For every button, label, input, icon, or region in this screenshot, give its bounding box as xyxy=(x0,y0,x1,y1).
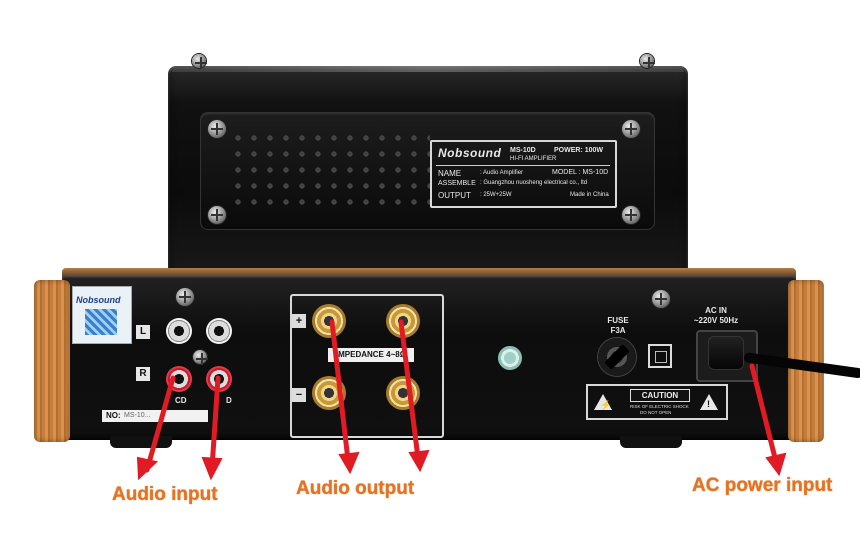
speaker-post-left-positive[interactable] xyxy=(312,304,346,338)
arrowhead-audio-output-right xyxy=(408,449,430,473)
name-value: : Audio Amplifier xyxy=(480,170,524,176)
exclamation-warning-icon xyxy=(700,394,718,410)
impedance-label: IMPEDANCE 4~8Ω xyxy=(328,348,414,362)
model-short: MS-10D xyxy=(510,147,536,154)
fuse-rating: F3A xyxy=(610,326,626,335)
assemble-label: ASSEMBLE xyxy=(438,180,476,187)
input-screw xyxy=(193,350,208,365)
dvd-input-label: D xyxy=(226,396,232,405)
ventilation-grille xyxy=(230,130,430,212)
fuse-label: FUSE F3A xyxy=(598,316,638,336)
assemble-value: : Guangzhou nuosheng electrical co., ltd xyxy=(480,180,588,186)
spec-label: Nobsound MS-10D POWER: 100W HI-FI AMPLIF… xyxy=(430,140,617,208)
wood-side-left xyxy=(34,280,70,442)
arrow-audio-output-right xyxy=(398,319,421,461)
fuse-label-text: FUSE xyxy=(607,316,629,325)
power-switch[interactable] xyxy=(648,344,672,368)
name-label: NAME xyxy=(438,169,462,178)
arrow-ac-power xyxy=(749,363,779,465)
caption-ac-power-input: AC power input xyxy=(692,475,833,496)
caution-title: CAUTION xyxy=(630,389,690,402)
output-label: OUTPUT xyxy=(438,191,471,200)
speaker-post-right-negative[interactable] xyxy=(386,376,420,410)
caution-line-1: RISK OF ELECTRIC SHOCK xyxy=(630,404,689,409)
cover-top-edge xyxy=(172,66,684,72)
rca-jack-dvd-left[interactable] xyxy=(206,318,232,344)
plate-screw-top-right xyxy=(622,120,640,138)
plate-screw-bottom-left xyxy=(208,206,226,224)
power-rating: POWER: 100W xyxy=(554,147,604,154)
arrow-audio-output-left xyxy=(329,319,351,463)
right-channel-label: R xyxy=(136,367,150,381)
sticker-brand: Nobsound xyxy=(76,295,121,305)
caption-audio-input: Audio input xyxy=(112,484,218,505)
cover-top-screw-right xyxy=(640,54,655,69)
output-value: : 25W+25W xyxy=(480,192,512,198)
rca-jack-cd-left[interactable] xyxy=(166,318,192,344)
subtitle: HI-FI AMPLIFIER xyxy=(510,156,557,162)
caution-line-2: DO NOT OPEN xyxy=(640,410,672,415)
caption-audio-output: Audio output xyxy=(296,478,415,499)
cover-top-screw-left xyxy=(192,54,207,69)
foot-right xyxy=(620,436,682,448)
arrowhead-ac-power xyxy=(765,452,787,477)
plate-screw-bottom-right xyxy=(622,206,640,224)
certification-emblem xyxy=(498,346,522,370)
ac-rating: ~220V 50Hz xyxy=(693,316,739,325)
cd-input-label: CD xyxy=(175,396,187,405)
arrowhead-audio-input-left xyxy=(136,456,159,481)
caution-label xyxy=(586,384,728,420)
power-plug xyxy=(708,336,744,370)
left-channel-label: L xyxy=(136,325,150,339)
plate-screw-top-left xyxy=(208,120,226,138)
serial-label: NO: xyxy=(106,411,121,420)
speaker-terminal-block xyxy=(290,294,444,438)
panel-screw-right xyxy=(652,290,670,308)
model-label: MODEL : MS-10D xyxy=(552,169,609,176)
shock-warning-mark: ⚡ xyxy=(600,400,612,410)
ac-in-text: AC IN xyxy=(705,306,727,315)
exclamation-warning-mark: ! xyxy=(707,399,710,409)
brand-sticker: Nobsound xyxy=(72,286,132,344)
shock-warning-icon xyxy=(594,394,612,410)
arrowhead-audio-output-left xyxy=(338,451,360,475)
sticker-hologram xyxy=(85,309,117,335)
ac-in-label: AC IN ~220V 50Hz xyxy=(676,306,756,326)
arrow-audio-input-left xyxy=(144,375,176,473)
negative-label: − xyxy=(292,388,306,402)
panel-screw-left xyxy=(176,288,194,306)
brand-logo: Nobsound xyxy=(438,146,502,160)
arrow-audio-input-right xyxy=(209,375,221,471)
arrowhead-audio-input-right xyxy=(201,456,223,481)
label-divider xyxy=(436,165,610,166)
origin: Made in China xyxy=(570,192,609,198)
positive-label: + xyxy=(292,314,306,328)
serial-sticker: MS-10... xyxy=(102,410,208,422)
